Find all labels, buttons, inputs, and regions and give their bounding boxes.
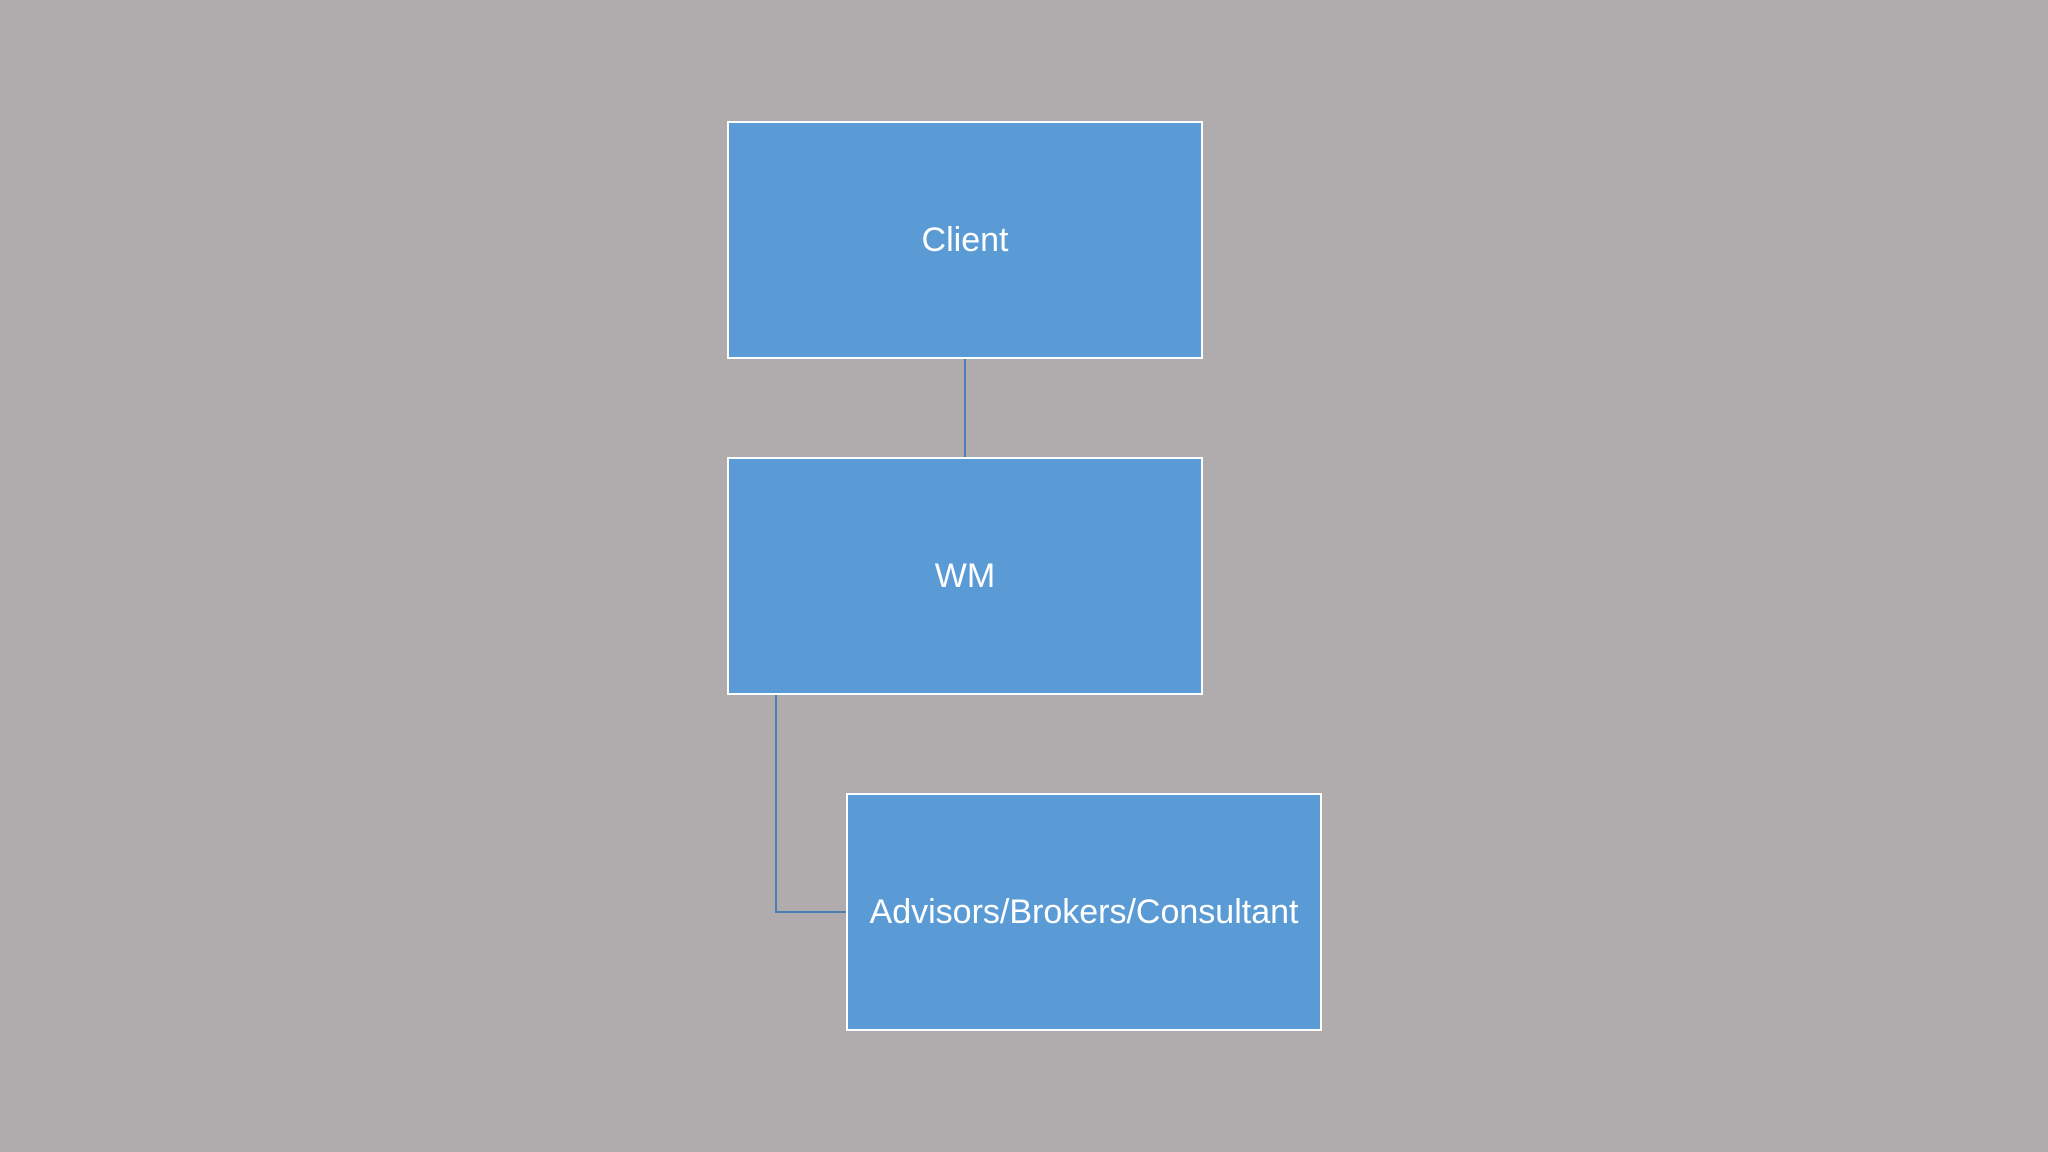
node-client-label: Client <box>921 220 1009 259</box>
node-client[interactable]: Client <box>727 121 1203 359</box>
connector-wm-advisors <box>775 695 846 913</box>
node-wm[interactable]: WM <box>727 457 1203 695</box>
node-advisors-brokers-consultant[interactable]: Advisors/Brokers/Consultant <box>846 793 1322 1031</box>
node-wm-label: WM <box>934 556 996 595</box>
node-advisors-label: Advisors/Brokers/Consultant <box>869 892 1299 931</box>
